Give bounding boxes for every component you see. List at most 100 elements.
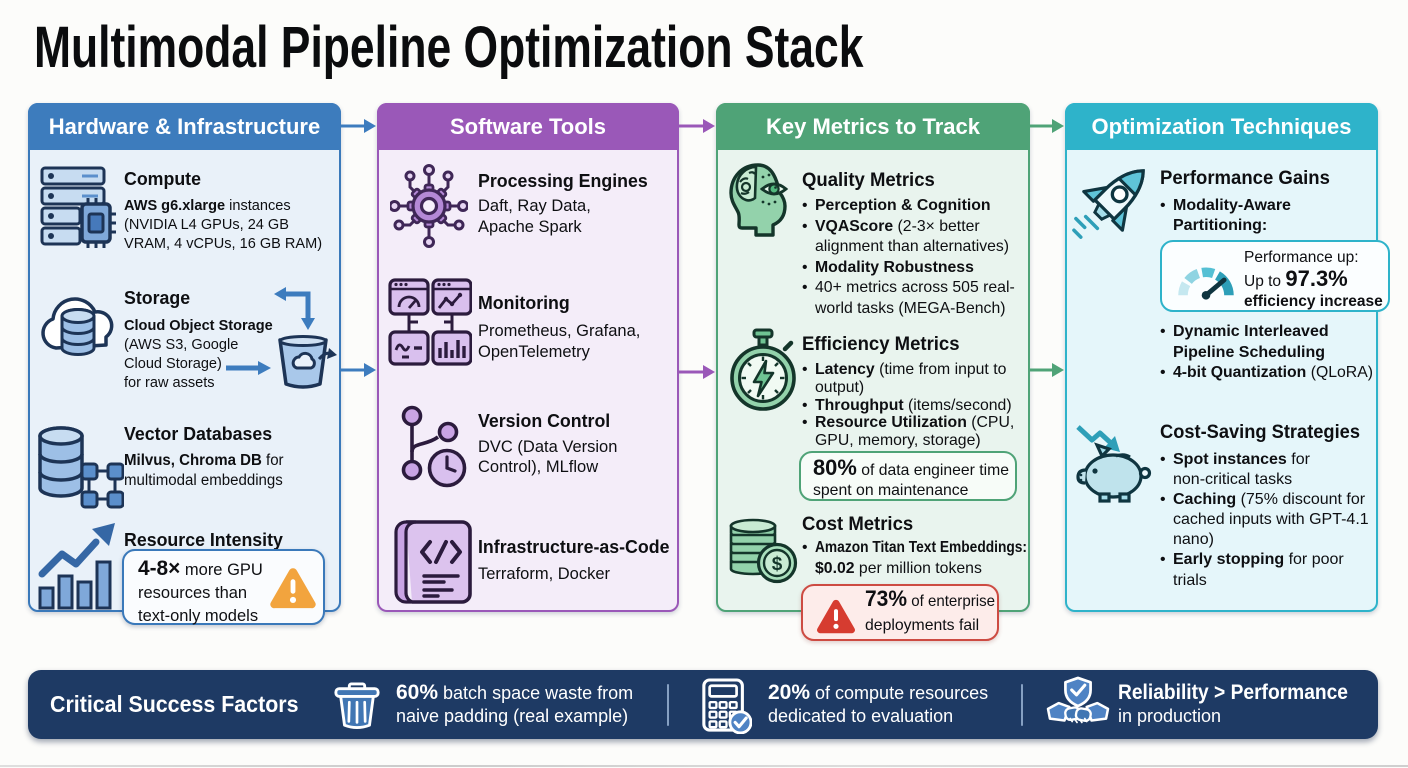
right-arrow-icon	[226, 361, 271, 375]
out-arrow-icon	[318, 348, 337, 361]
section-infrastructure-as-code: Infrastructure-as-Code Terraform, Docker	[478, 535, 677, 585]
footer-title: Critical Success Factors	[50, 670, 317, 739]
server-chip-icon	[40, 166, 116, 248]
arrow-hardware-to-software-top	[341, 119, 376, 133]
text-line: Dynamic Interleaved	[1173, 323, 1329, 340]
text-line: dedicated to evaluation	[768, 706, 954, 726]
bullet-dot: •	[802, 361, 808, 378]
text-line: non-critical tasks	[1173, 471, 1293, 489]
section-body: AWS g6.xlarge instances(NVIDIA L4 GPUs, …	[124, 196, 328, 253]
section-bullets: •Amazon Titan Text Embeddings:$0.02 per …	[802, 538, 1058, 579]
arrow-metrics-to-optimization-top	[1030, 119, 1064, 133]
bullet-dot: •	[802, 217, 808, 235]
bullet-item: •Perception & Cognition	[802, 196, 1015, 217]
text-line: Apache Spark	[478, 218, 582, 236]
callout-text: 73% of enterprise deployments fail	[865, 587, 1001, 638]
text-line: Pipeline Scheduling	[1173, 343, 1326, 361]
section-heading: Infrastructure-as-Code	[478, 536, 670, 557]
arrow-metrics-to-optimization-mid	[1030, 363, 1064, 377]
section-heading: Performance Gains	[1160, 167, 1330, 189]
section-heading: Vector Databases	[124, 423, 273, 444]
section-storage: Storage Cloud Object Storage(AWS S3, Goo…	[124, 286, 277, 392]
deployments-fail-callout: 73% of enterprise deployments fail	[801, 584, 999, 641]
calculator-check-icon	[702, 678, 752, 734]
footer-divider	[667, 684, 669, 726]
bullet-item: •Modality Robustness	[802, 258, 1015, 279]
section-processing-engines: Processing Engines Daft, Ray Data,Apache…	[478, 169, 655, 238]
text-line: 80% of data engineer time	[813, 455, 1009, 480]
text-line: (AWS S3, Google	[124, 336, 239, 353]
svg-text:$: $	[772, 554, 783, 575]
bullet-dot: •	[1160, 451, 1166, 468]
text-line: (NVIDIA L4 GPUs, 24 GB	[124, 216, 289, 233]
coins-icon: $	[729, 518, 798, 584]
dashboard-panels-icon	[388, 278, 472, 366]
text-line: Early stopping for poor	[1173, 551, 1344, 569]
section-heading: Quality Metrics	[802, 169, 935, 191]
bullet-dot: •	[1160, 364, 1166, 382]
text-line: trials	[1173, 571, 1207, 589]
section-heading: Monitoring	[478, 292, 570, 313]
text-line: Terraform, Docker	[478, 565, 611, 583]
column-header-metrics-label: Key Metrics to Track	[766, 113, 980, 139]
column-header-software: Software Tools	[377, 103, 679, 150]
scroll-code-icon	[394, 520, 472, 604]
section-heading: Cost-Saving Strategies	[1160, 421, 1360, 443]
section-body: Daft, Ray Data,Apache Spark	[478, 196, 655, 238]
piggy-bank-icon	[1076, 425, 1152, 503]
text-line: world tasks (MEGA-Bench)	[815, 299, 1006, 317]
arrow-software-to-metrics-top	[679, 119, 715, 133]
text-line: cached inputs with GPT-4.1	[1173, 511, 1369, 529]
text-line: Milvus, Chroma DB for	[124, 452, 284, 469]
warning-triangle-icon	[270, 568, 316, 609]
text-line: 60% batch space waste from	[396, 681, 634, 704]
text-line: GPU, memory, storage)	[815, 432, 981, 450]
section-cost-saving: Cost-Saving Strategies •Spot instances f…	[1160, 420, 1373, 591]
bottom-edge-artifact	[0, 765, 1408, 767]
column-header-optimization-label: Optimization Techniques	[1091, 113, 1352, 139]
cloud-database-icon	[41, 297, 114, 356]
text-line: Cloud Storage)	[124, 355, 222, 372]
text-line: Latency (time from input to	[815, 361, 1007, 378]
text-line: spent on maintenance	[813, 481, 969, 499]
text-line: for raw assets	[124, 374, 215, 391]
section-heading: Processing Engines	[478, 170, 648, 191]
callout-text: Performance up:Up to 97.3%efficiency inc…	[1244, 248, 1383, 313]
section-compute: Compute AWS g6.xlarge instances(NVIDIA L…	[124, 167, 328, 253]
text-line: VRAM, 4 vCPUs, 16 GB RAM)	[124, 235, 323, 252]
performance-up-callout: Performance up:Up to 97.3%efficiency inc…	[1160, 240, 1390, 312]
trash-icon	[334, 682, 380, 730]
bullet-item: •40+ metrics across 505 real-world tasks…	[802, 278, 1015, 319]
text-line: text-only models	[138, 605, 259, 625]
bullet-dot: •	[802, 539, 808, 556]
text-line: naive padding (real example)	[396, 706, 629, 726]
bullet-dot: •	[802, 414, 808, 432]
page-title: Multimodal Pipeline Optimization Stack	[34, 15, 864, 80]
text-line: OpenTelemetry	[478, 343, 590, 361]
section-body: Prometheus, Grafana,OpenTelemetry	[478, 321, 640, 363]
text-line: 20% of compute resources	[768, 681, 989, 704]
text-line: Partitioning:	[1173, 216, 1268, 234]
text-line: Perception & Cognition	[815, 197, 991, 214]
section-resource-intensity: Resource Intensity	[124, 528, 290, 552]
text-line: 73% of enterprise	[865, 586, 995, 611]
bullet-item: •Throughput (items/second)	[802, 397, 1014, 415]
text-line: Modality-Aware	[1173, 197, 1291, 214]
text-line: deployments fail	[865, 617, 980, 634]
bullet-dot: •	[1160, 491, 1166, 509]
bullet-dot: •	[802, 396, 808, 414]
